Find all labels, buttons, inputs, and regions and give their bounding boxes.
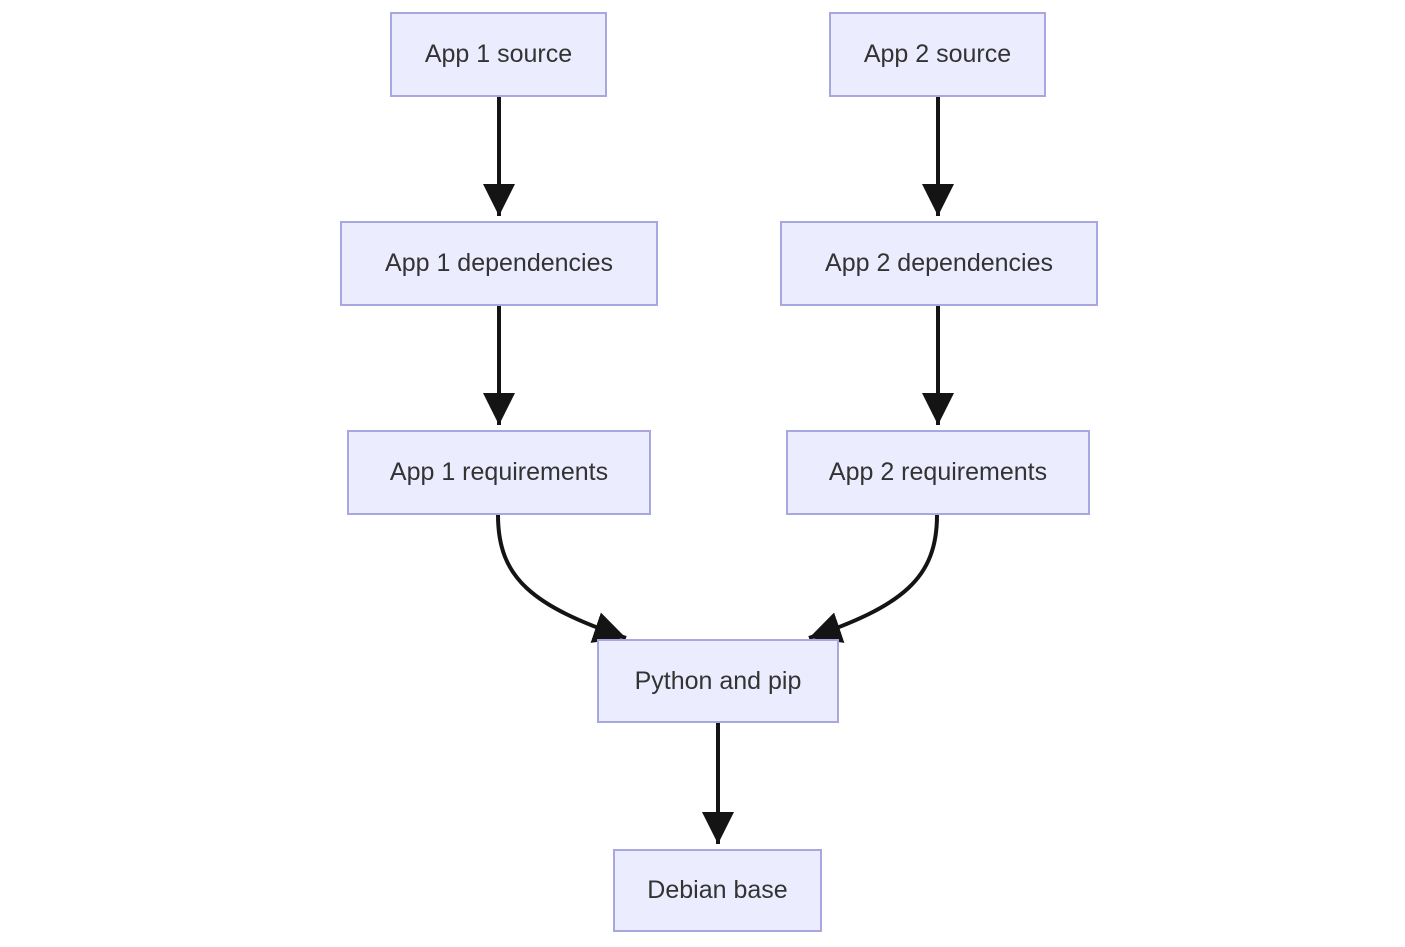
node-app1-source-label: App 1 source: [424, 40, 573, 68]
node-app2-dependencies: App 2 dependencies: [780, 221, 1098, 306]
node-python-pip-label: Python and pip: [634, 666, 802, 695]
node-app2-source-label: App 2 source: [863, 40, 1012, 68]
node-app2-source: App 2 source: [829, 12, 1046, 97]
node-app1-dependencies: App 1 dependencies: [340, 221, 658, 306]
edge-app1-requirements-to-python-pip: [496, 514, 627, 643]
node-app1-dependencies-label: App 1 dependencies: [385, 249, 613, 277]
node-debian-base: Debian base: [613, 849, 822, 932]
node-app1-requirements: App 1 requirements: [347, 430, 651, 515]
node-app1-source: App 1 source: [390, 12, 607, 97]
edge-app2-requirements-to-python-pip: [808, 514, 939, 643]
node-app2-requirements-label: App 2 requirements: [828, 458, 1048, 486]
node-app1-requirements-label: App 1 requirements: [389, 458, 609, 486]
node-python-pip: Python and pip: [597, 639, 839, 723]
node-debian-base-label: Debian base: [647, 876, 788, 904]
node-app2-dependencies-label: App 2 dependencies: [825, 249, 1053, 277]
node-app2-requirements: App 2 requirements: [786, 430, 1090, 515]
